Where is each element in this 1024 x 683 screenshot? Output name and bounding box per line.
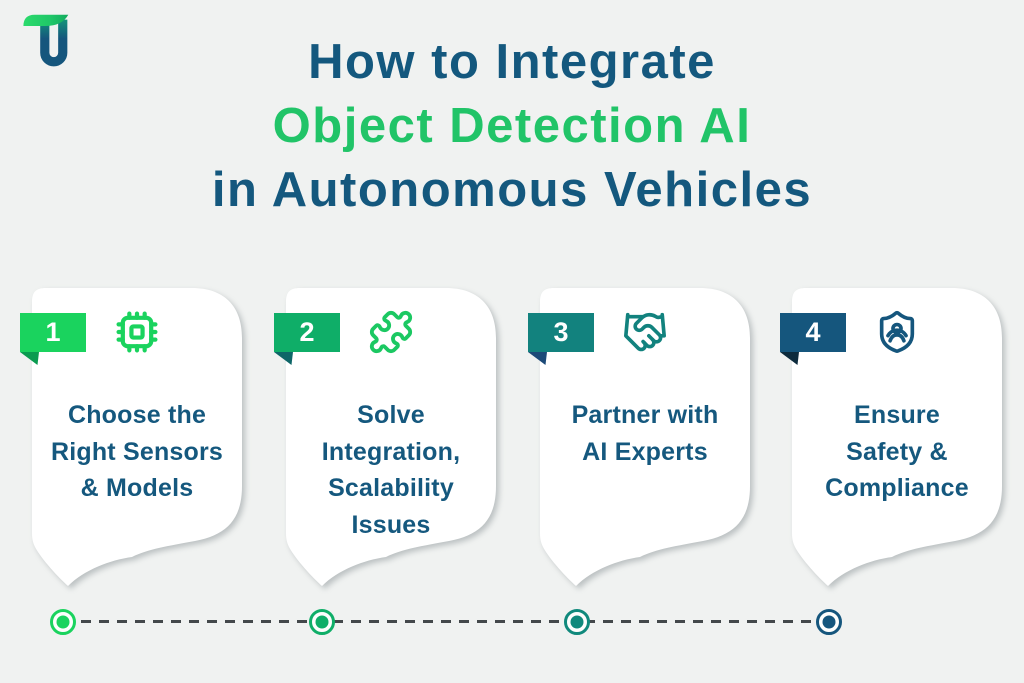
timeline-dot-core xyxy=(822,615,836,629)
badge-fold xyxy=(528,352,547,365)
step-badge: 2 xyxy=(274,313,340,352)
timeline-dashed-line xyxy=(63,620,829,623)
timeline-dot-core xyxy=(315,615,329,629)
handshake-icon xyxy=(622,309,668,355)
step-title-line: Choose the xyxy=(67,401,207,429)
badge-fold xyxy=(274,352,293,365)
timeline-dot-3 xyxy=(564,609,590,635)
step-number: 2 xyxy=(299,317,315,347)
speech-bubble-shape xyxy=(792,288,1002,586)
step-title: Solve Integration, Scalability Issues xyxy=(292,397,490,543)
title-line-1: How to Integrate xyxy=(308,35,716,89)
speech-bubble-shape xyxy=(286,288,496,586)
title-line-3: in Autonomous Vehicles xyxy=(211,163,813,217)
step-card-2: 2 Solve Integration, Scalability Issues xyxy=(274,288,496,588)
step-number: 3 xyxy=(553,317,569,347)
logo-u xyxy=(40,19,68,67)
turing-logo xyxy=(23,14,69,67)
badge-fold xyxy=(20,352,39,365)
timeline-dot-2 xyxy=(309,609,335,635)
step-badge: 3 xyxy=(528,313,594,352)
title-line-2: Object Detection AI xyxy=(272,99,752,153)
step-title-line: Compliance xyxy=(825,474,969,502)
step-card-3: 3 Partner with AI Experts xyxy=(528,288,750,588)
timeline-dot-core xyxy=(570,615,584,629)
step-title: Ensure Safety & Compliance xyxy=(798,397,996,507)
step-number: 1 xyxy=(45,317,61,347)
step-title-line: Solve xyxy=(357,401,425,429)
step-title-line: Partner with xyxy=(571,401,719,429)
step-title-line: Ensure xyxy=(854,401,940,429)
puzzle-icon xyxy=(368,309,414,355)
step-title-line: Safety & xyxy=(846,437,948,466)
shield-user-icon xyxy=(874,309,920,355)
timeline-dot-core xyxy=(56,615,70,629)
step-card-1: 1 Choose the Right Sensors & Models xyxy=(20,288,242,588)
cpu-chip-icon xyxy=(114,309,160,355)
badge-fold xyxy=(780,352,799,365)
logo-flag xyxy=(23,14,69,27)
step-title-line: Integration, xyxy=(321,437,461,466)
speech-bubble-shape xyxy=(32,288,242,586)
step-card-4: 4 Ensure Safety & Compliance xyxy=(780,288,1002,588)
step-number: 4 xyxy=(805,317,821,347)
step-badge: 4 xyxy=(780,313,846,352)
step-title-line: Scalability xyxy=(328,474,454,502)
step-title: Choose the Right Sensors & Models xyxy=(38,397,236,507)
speech-bubble-shape xyxy=(540,288,750,586)
timeline-dot-4 xyxy=(816,609,842,635)
page-title: How to Integrate Object Detection AI in … xyxy=(0,30,1024,222)
step-title: Partner with AI Experts xyxy=(546,397,744,470)
step-title-line: & Models xyxy=(80,474,194,502)
step-title-line: Right Sensors xyxy=(50,437,224,466)
step-badge: 1 xyxy=(20,313,86,352)
step-title-line: AI Experts xyxy=(582,437,708,466)
timeline-dot-1 xyxy=(50,609,76,635)
step-title-line: Issues xyxy=(351,510,431,539)
